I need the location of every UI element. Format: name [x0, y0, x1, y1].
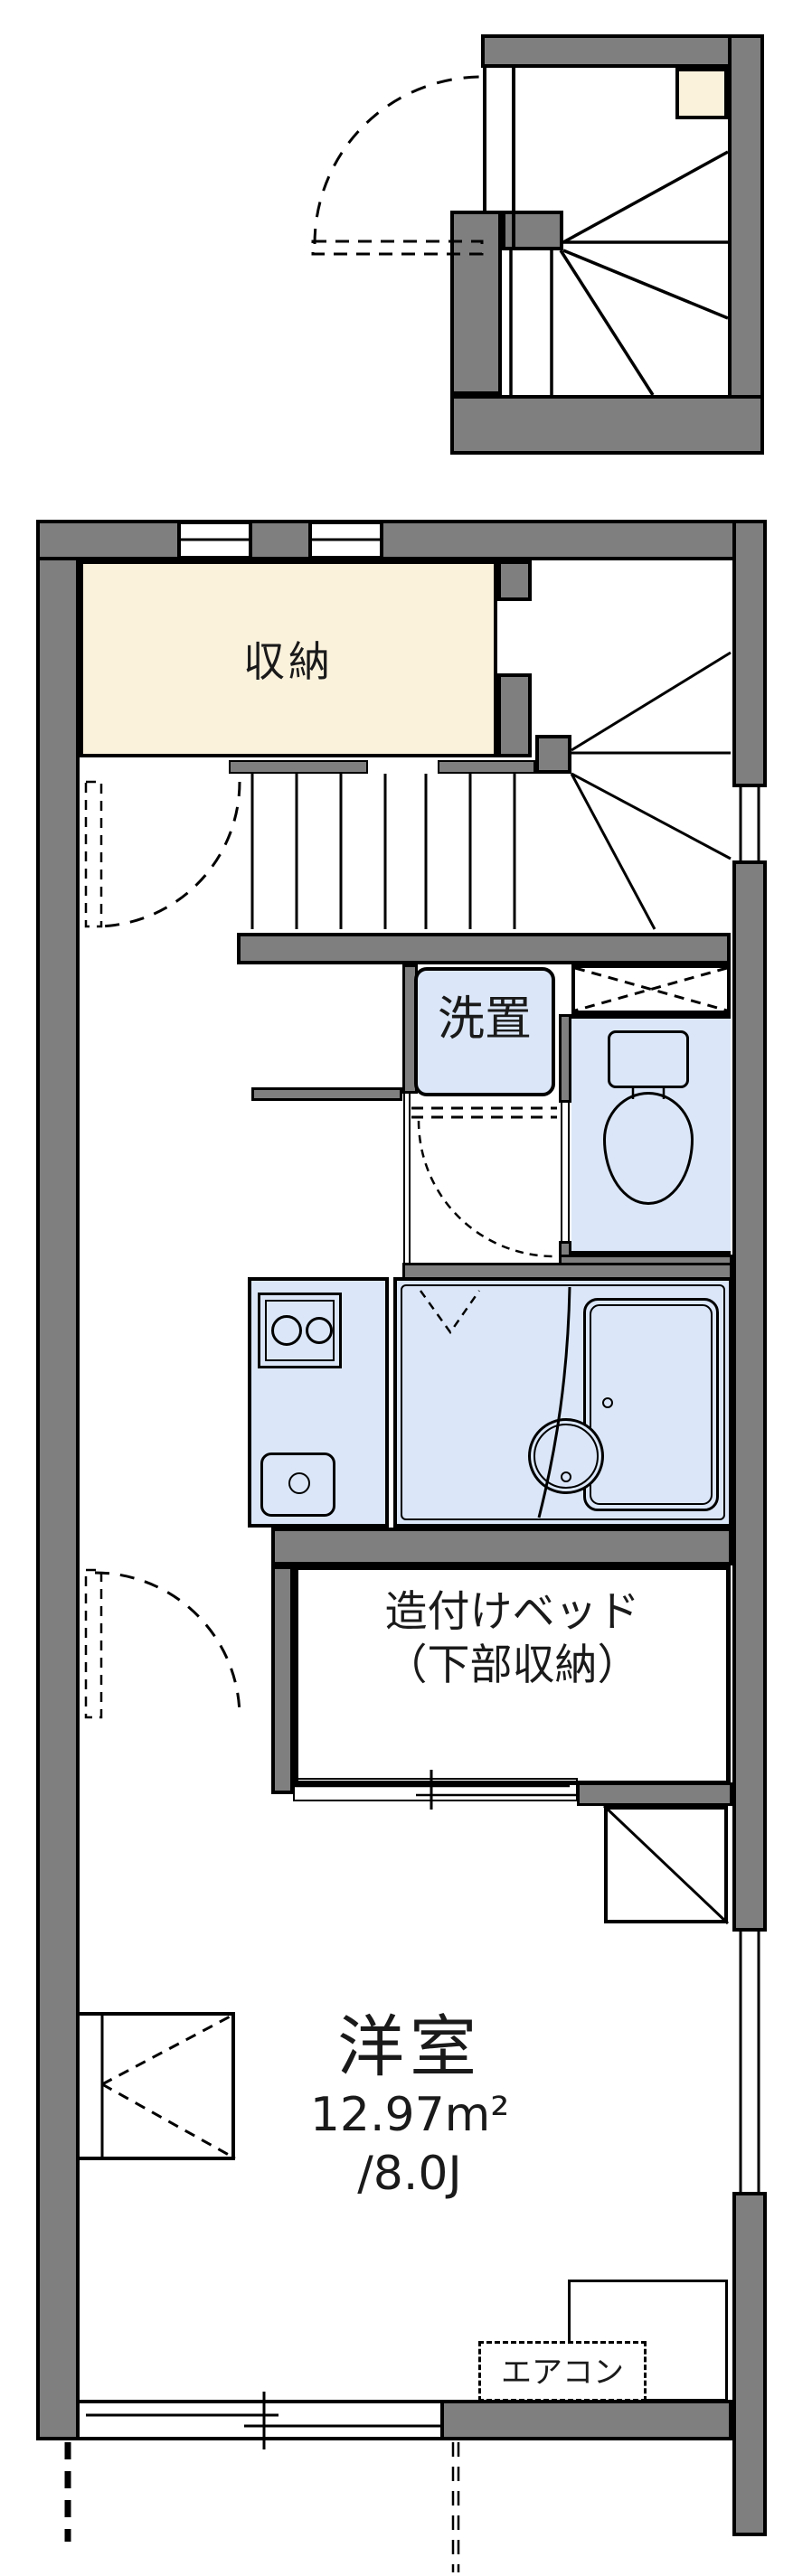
top-wall-seg-a — [36, 520, 181, 560]
bed-bottom-wall-stub — [577, 1782, 732, 1806]
bedroom-entry-door-leaf — [84, 1568, 103, 1719]
storage-under-wall-a — [229, 760, 368, 774]
right-wall-middle — [732, 860, 767, 1932]
corner-shelf-box — [604, 1806, 728, 1923]
bed-label-line1: 造付けベッド — [384, 1587, 640, 1637]
hall-door-leaf — [84, 780, 103, 928]
sink-drain — [288, 1472, 310, 1494]
stairwell-winder-3 — [562, 249, 729, 320]
left-outer-wall — [36, 520, 80, 2440]
bathroom-inner-lining — [401, 1284, 725, 1520]
toilet-left-wall-a — [559, 1014, 571, 1103]
bed-label: 造付けベッド （下部収納） — [294, 1586, 731, 1767]
stairwell-winder-1 — [562, 150, 729, 244]
hall-door-arc — [94, 781, 241, 928]
left-counter-box — [80, 2012, 235, 2160]
top-wall-seg-c — [380, 520, 767, 560]
bed-left-wall — [271, 1565, 294, 1794]
bathtub-inner — [590, 1304, 713, 1505]
bath-stool-dot — [561, 1471, 571, 1482]
bed-label-line2: （下部収納） — [384, 1640, 640, 1690]
kitchen-sink — [260, 1453, 335, 1517]
stove-burner-right — [306, 1317, 333, 1344]
storage-label: 収納 — [243, 637, 334, 686]
stove-burner-left — [271, 1315, 302, 1346]
stairwell-top-wall — [481, 34, 764, 68]
right-wall-lower — [732, 2192, 767, 2536]
toilet-tank — [608, 1030, 689, 1088]
bottom-wall-right — [440, 2400, 732, 2440]
top-window-1 — [181, 520, 249, 560]
stair-winder-1 — [571, 651, 732, 752]
stair-hub-block — [535, 735, 571, 774]
toilet-bowl — [603, 1092, 694, 1205]
stair-winder-4 — [570, 773, 656, 930]
overhead-cabinet-box — [571, 964, 731, 1014]
washer-pan — [414, 967, 555, 1096]
room-name-label: 洋室 — [337, 2007, 482, 2086]
bathtub-handle — [602, 1397, 613, 1408]
room-area-m2-label: 12.97m² — [309, 2088, 510, 2142]
right-wall-upper — [732, 520, 767, 787]
storage-room — [80, 560, 497, 757]
aircon-label: エアコン — [501, 2354, 624, 2391]
stairwell-newel-stub — [502, 211, 563, 250]
stairwell-left-block — [450, 211, 502, 395]
storage-under-wall-b — [438, 760, 535, 774]
stairwell-winder-4 — [559, 249, 655, 396]
stove-inner — [265, 1300, 335, 1361]
stairs-bottom-wall — [237, 933, 731, 964]
stairwell-landing-closet — [675, 68, 728, 119]
right-window-bedroom — [732, 1932, 767, 2192]
bedroom-entry-door-arc — [94, 1571, 241, 1718]
stairwell-right-wall — [728, 34, 764, 455]
built-in-bed-room — [294, 1565, 731, 1785]
storage-right-wall-a — [497, 560, 532, 601]
bathtub — [583, 1298, 719, 1511]
room-area-jo-label: /8.0J — [357, 2147, 462, 2201]
bottom-window — [80, 2400, 440, 2440]
washroom-door-arc — [417, 1120, 555, 1258]
top-wall-seg-b — [249, 520, 312, 560]
washer-label: 洗置 — [437, 992, 532, 1047]
stairwell-bottom-wall — [450, 395, 764, 455]
top-window-2 — [312, 520, 380, 560]
storage-right-wall-b — [497, 673, 532, 757]
stair-winder-3 — [571, 772, 732, 860]
midfloor-wall — [271, 1528, 732, 1565]
hall-jog-wall — [251, 1087, 402, 1101]
right-window-stairs — [732, 787, 767, 860]
